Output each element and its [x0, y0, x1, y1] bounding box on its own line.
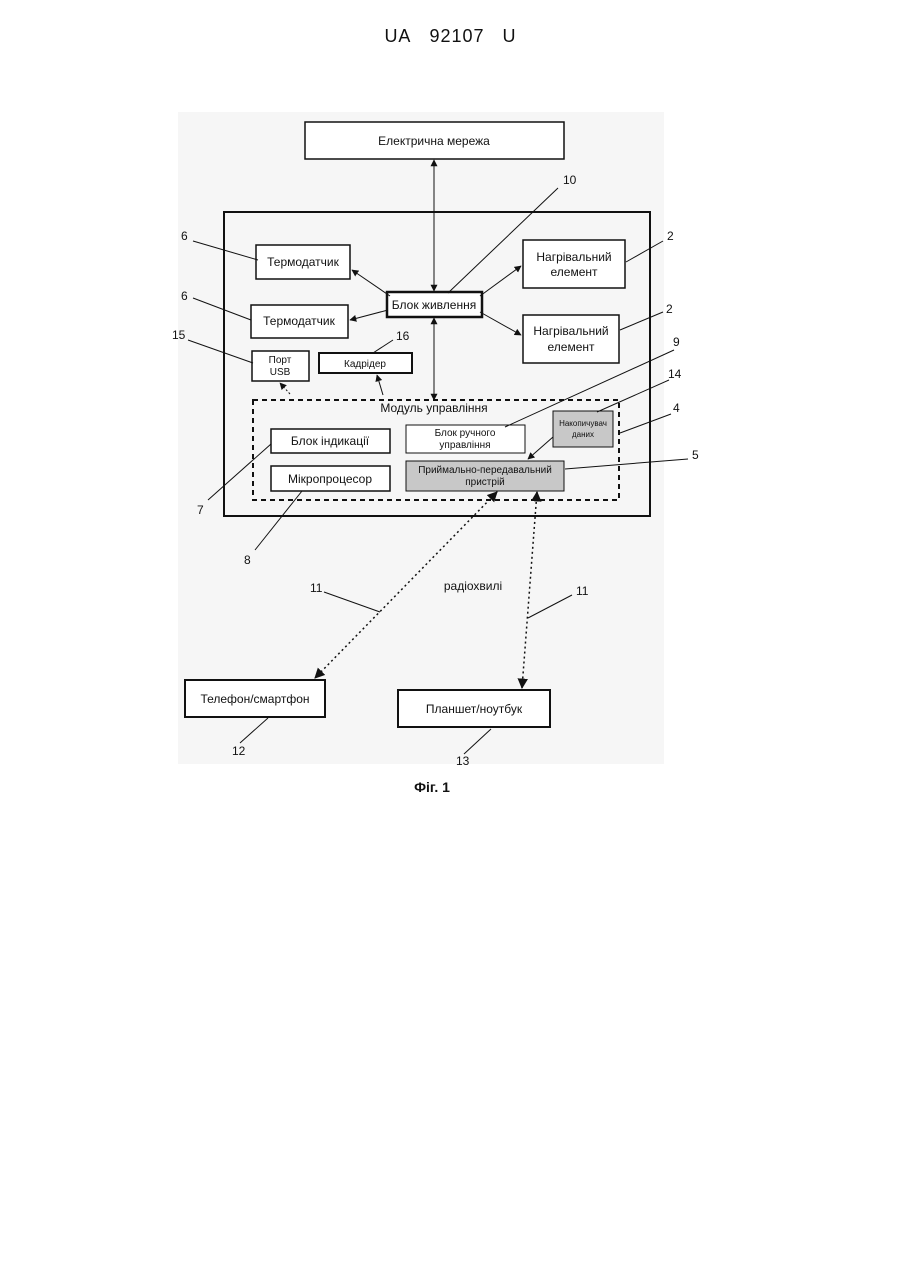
phone-label: Телефон/смартфон [200, 692, 309, 706]
figure-caption: Фіг. 1 [414, 779, 450, 795]
ref-5: 5 [692, 448, 699, 462]
indication-block: Блок індикації [271, 429, 390, 453]
control-module-label: Модуль управління [380, 401, 487, 415]
ref-8: 8 [244, 553, 251, 567]
power-block: Блок живлення [387, 292, 482, 317]
manual-control-block: Блок ручного управління [406, 425, 525, 453]
ref-13: 13 [456, 754, 470, 768]
ref-9: 9 [673, 335, 680, 349]
tablet-label: Планшет/ноутбук [426, 702, 523, 716]
ref-12: 12 [232, 744, 246, 758]
grid-block: Електрична мережа [305, 122, 564, 159]
thermo-sensor-2: Термодатчик [251, 305, 348, 338]
usb-port-block: Порт USB [252, 351, 309, 381]
usb-line1: Порт [269, 355, 292, 366]
transceiver-block: Приймально-передавальний пристрій [406, 461, 564, 491]
heater-1: Нагрівальний елемент [523, 240, 625, 288]
tablet-block: Планшет/ноутбук [398, 690, 550, 727]
manual-line1: Блок ручного [435, 428, 496, 439]
cardreader-block: Кадрідер [319, 353, 412, 373]
microprocessor-label: Мікропроцесор [288, 472, 372, 486]
ref-14: 14 [668, 367, 682, 381]
indication-label: Блок індикації [291, 434, 370, 448]
ref-6a: 6 [181, 229, 188, 243]
thermo-sensor-1: Термодатчик [256, 245, 350, 279]
heater2-line1: Нагрівальний [533, 324, 608, 338]
ref-10: 10 [563, 173, 577, 187]
heater1-line2: елемент [551, 265, 599, 279]
usb-line2: USB [270, 367, 291, 378]
radio-label: радіохвилі [444, 579, 502, 593]
ref-2b: 2 [666, 302, 673, 316]
phone-block: Телефон/смартфон [185, 680, 325, 717]
ref-7: 7 [197, 503, 204, 517]
storage-line1: Накопичувач [559, 419, 607, 428]
manual-line2: управління [439, 440, 490, 451]
ref-11a: 11 [310, 581, 323, 595]
ref-6b: 6 [181, 289, 188, 303]
power-label: Блок живлення [392, 298, 476, 312]
thermo2-label: Термодатчик [263, 314, 336, 328]
heater2-line2: елемент [548, 340, 596, 354]
ref-4: 4 [673, 401, 680, 415]
grid-label: Електрична мережа [378, 134, 490, 148]
ref-11b: 11 [576, 584, 589, 598]
heater-2: Нагрівальний елемент [523, 315, 619, 363]
heater1-line1: Нагрівальний [536, 250, 611, 264]
ref-15: 15 [172, 328, 186, 342]
cardreader-label: Кадрідер [344, 359, 386, 370]
storage-line2: даних [572, 430, 594, 439]
ref-16: 16 [396, 329, 410, 343]
microprocessor-block: Мікропроцесор [271, 466, 390, 491]
storage-block: Накопичувач даних [553, 411, 613, 447]
transceiver-line2: пристрій [465, 477, 505, 488]
transceiver-line1: Приймально-передавальний [418, 465, 552, 476]
thermo1-label: Термодатчик [267, 255, 340, 269]
ref-2a: 2 [667, 229, 674, 243]
